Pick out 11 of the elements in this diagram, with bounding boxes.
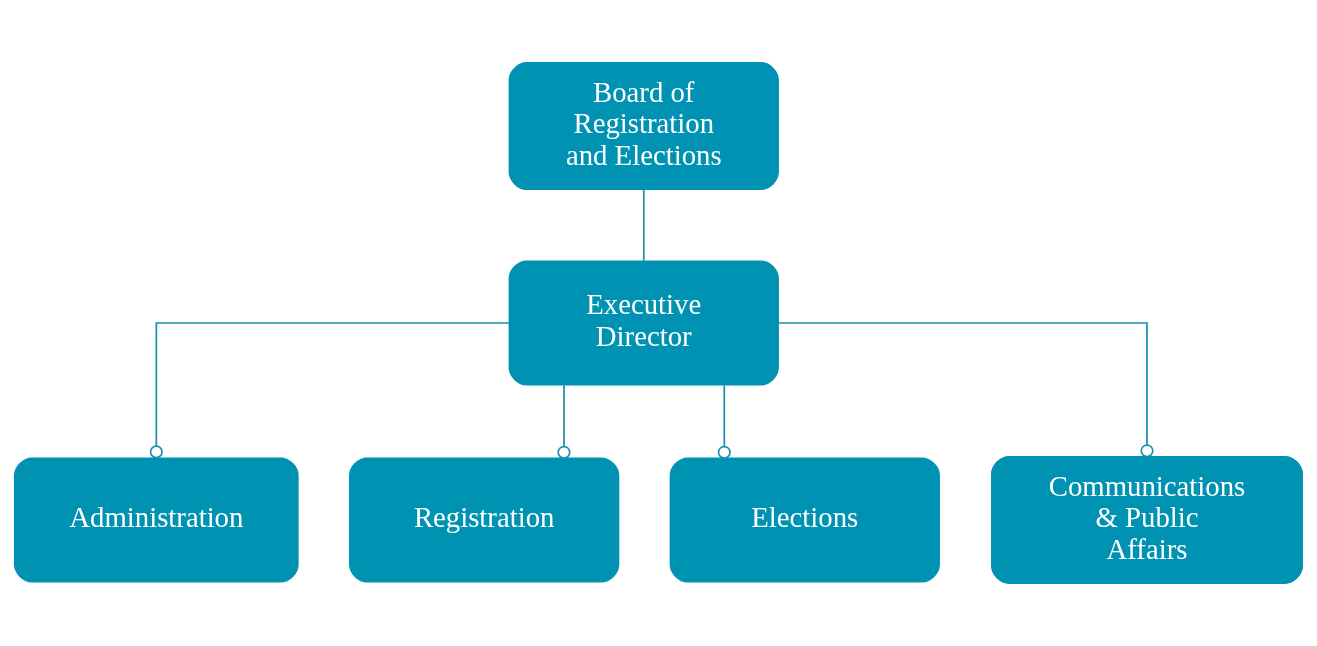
node-box: Registration — [349, 457, 620, 583]
connector — [642, 188, 645, 262]
node-box: Executive Director — [508, 260, 779, 386]
connector — [777, 322, 1154, 458]
node-box: Elections — [669, 457, 940, 583]
connector — [149, 322, 511, 459]
node-box: Administration — [14, 457, 299, 583]
node-box: Communications & Public Affairs — [991, 456, 1303, 584]
connector — [557, 384, 571, 459]
connector — [717, 384, 731, 459]
node-box: Board of Registration and Elections — [508, 62, 779, 190]
